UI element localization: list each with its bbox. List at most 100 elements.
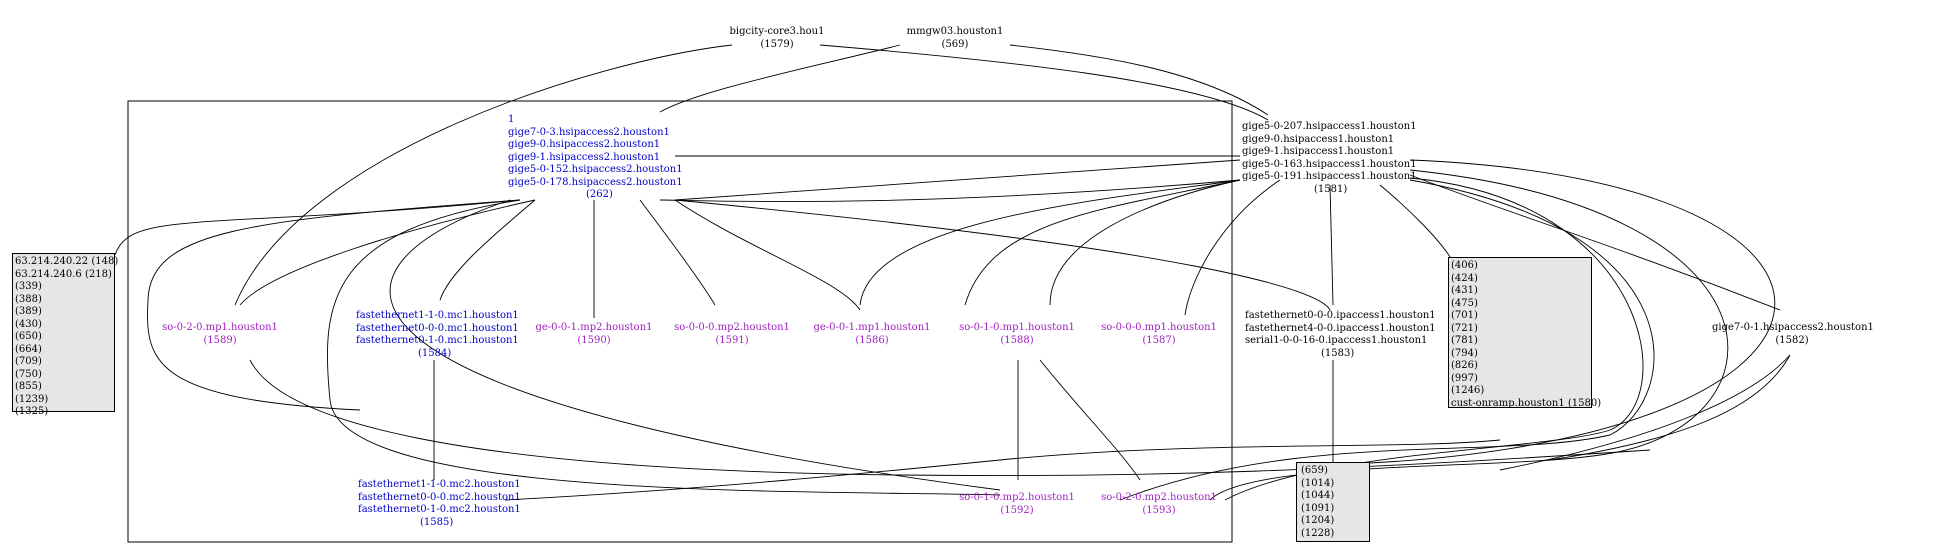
node-name: so-0-1-0.mp1.houston1 xyxy=(959,322,1075,333)
group-item: (1228) xyxy=(1301,527,1335,539)
group-item: (709) xyxy=(15,356,42,367)
group-box-bottom[interactable]: (659) (1014) (1044) (1091) (1204) (1228) xyxy=(1296,462,1370,542)
node-line: gige5-0-191.hsipaccess1.houston1 xyxy=(1242,171,1417,182)
group-item: (388) xyxy=(15,293,42,305)
group-item: (650) xyxy=(15,331,42,342)
edge xyxy=(1329,184,1334,306)
node-262[interactable]: 1 gige7-0-3.hsipaccess2.houston1 gige9-0… xyxy=(508,114,683,202)
node-name: bigcity-core3.hou1 xyxy=(729,26,825,37)
node-line: fastethernet0-0-0.ipaccess1.houston1 xyxy=(1245,310,1436,321)
node-id: (1581) xyxy=(1314,183,1348,195)
cluster-boundary xyxy=(127,100,1233,543)
node-line: fastethernet0-1-0.mc2.houston1 xyxy=(358,504,521,515)
node-1587[interactable]: so-0-0-0.mp1.houston1 (1587) xyxy=(1097,322,1221,347)
group-item: (997) xyxy=(1451,372,1478,384)
group-item: (1091) xyxy=(1301,502,1335,514)
node-name: mmgw03.houston1 xyxy=(906,26,1004,37)
node-1582[interactable]: gige7-0-1.hsipaccess2.houston1 (1582) xyxy=(1712,322,1874,347)
node-name: so-0-0-0.mp1.houston1 xyxy=(1101,322,1217,333)
group-box-left[interactable]: 63.214.240.22 (148) 63.214.240.6 (218) (… xyxy=(12,253,119,417)
edge xyxy=(1049,179,1241,306)
group-item: (826) xyxy=(1451,360,1478,371)
node-1585[interactable]: fastethernet1-1-0.mc2.houston1 fastether… xyxy=(358,479,521,529)
group-item: (1325) xyxy=(15,406,49,417)
group-item: (475) xyxy=(1451,297,1478,309)
node-1590[interactable]: ge-0-0-1.mp2.houston1 (1590) xyxy=(530,322,658,347)
node-line: fastethernet0-0-0.mc2.houston1 xyxy=(358,491,521,503)
group-item: (659) xyxy=(1301,465,1328,476)
group-item: (781) xyxy=(1451,335,1478,346)
node-1593[interactable]: so-0-2-0.mp2.houston1 (1593) xyxy=(1097,492,1221,517)
edge xyxy=(659,179,1241,203)
group-item: (1044) xyxy=(1301,490,1335,501)
node-id: (1589) xyxy=(203,334,237,346)
node-line: fastethernet1-1-0.mc2.houston1 xyxy=(358,479,521,490)
group-item: 63.214.240.22 (148) xyxy=(15,256,119,267)
node-1584[interactable]: fastethernet1-1-0.mc1.houston1 fastether… xyxy=(356,310,519,360)
node-name: gige7-0-1.hsipaccess2.houston1 xyxy=(1712,322,1874,333)
node-bigcity-core3[interactable]: bigcity-core3.hou1 (1579) xyxy=(712,26,842,51)
node-id: (262) xyxy=(586,189,613,200)
node-id: (1579) xyxy=(760,38,794,50)
edge xyxy=(234,44,733,306)
group-item: 63.214.240.6 (218) xyxy=(15,268,112,280)
edge xyxy=(239,199,536,306)
node-line: gige9-0.hsipaccess1.houston1 xyxy=(1242,133,1395,145)
edge xyxy=(147,199,521,411)
node-1591[interactable]: so-0-0-0.mp2.houston1 (1591) xyxy=(670,322,794,347)
group-item: (1246) xyxy=(1451,385,1485,396)
group-item: (424) xyxy=(1451,272,1478,284)
node-id: (1586) xyxy=(855,334,889,346)
edge xyxy=(639,199,716,306)
node-line: gige9-1.hsipaccess1.houston1 xyxy=(1242,146,1395,157)
group-item: (1014) xyxy=(1301,477,1335,489)
edge xyxy=(674,199,861,311)
node-name: so-0-0-0.mp2.houston1 xyxy=(674,322,790,333)
edge xyxy=(1319,159,1776,466)
node-line: gige9-0.hsipaccess2.houston1 xyxy=(508,139,661,150)
node-name: ge-0-0-1.mp2.houston1 xyxy=(535,322,653,333)
node-id: (1590) xyxy=(577,334,611,346)
node-id: (1588) xyxy=(1000,334,1034,346)
node-1592[interactable]: so-0-1-0.mp2.houston1 (1592) xyxy=(955,492,1079,517)
group-item: (389) xyxy=(15,306,42,317)
group-item: (339) xyxy=(15,281,42,292)
node-line: fastethernet0-1-0.mc1.houston1 xyxy=(356,335,519,346)
node-id: (1593) xyxy=(1142,504,1176,516)
group-item: (430) xyxy=(15,318,42,330)
edge xyxy=(1039,359,1141,481)
node-line: gige5-0-207.hsipaccess1.houston1 xyxy=(1242,121,1417,132)
edge xyxy=(674,159,1241,201)
node-line: gige5-0-152.hsipaccess2.houston1 xyxy=(508,164,683,175)
group-box-right[interactable]: (406) (424) (431) (475) (701) (721) (781… xyxy=(1448,257,1602,409)
edge xyxy=(1499,354,1791,471)
node-line: gige9-1.hsipaccess2.houston1 xyxy=(508,151,661,163)
node-id: (1585) xyxy=(420,516,454,528)
edge xyxy=(1549,354,1791,461)
edge xyxy=(114,199,521,256)
edge xyxy=(819,44,1269,121)
node-line: fastethernet4-0-0.ipaccess1.houston1 xyxy=(1245,322,1436,334)
node-1586[interactable]: ge-0-0-1.mp1.houston1 (1586) xyxy=(810,322,934,347)
node-line: fastethernet1-1-0.mc1.houston1 xyxy=(356,310,519,321)
node-1589[interactable]: so-0-2-0.mp1.houston1 (1589) xyxy=(160,322,280,347)
node-id: (1583) xyxy=(1321,347,1355,359)
node-id: (1587) xyxy=(1142,334,1176,346)
node-line: serial1-0-0-16-0.ipaccess1.houston1 xyxy=(1245,335,1428,346)
group-item: cust-onramp.houston1 (1580) xyxy=(1451,397,1602,409)
node-id: (569) xyxy=(941,38,969,50)
node-1588[interactable]: so-0-1-0.mp1.houston1 (1588) xyxy=(955,322,1079,347)
edge xyxy=(1409,174,1781,311)
edge xyxy=(659,44,901,113)
group-item: (701) xyxy=(1451,310,1478,321)
node-mmgw03[interactable]: mmgw03.houston1 (569) xyxy=(895,26,1015,51)
node-line: 1 xyxy=(508,114,515,125)
node-name: ge-0-0-1.mp1.houston1 xyxy=(813,322,931,333)
node-1583[interactable]: fastethernet0-0-0.ipaccess1.houston1 fas… xyxy=(1245,310,1436,360)
node-line: gige5-0-178.hsipaccess2.houston1 xyxy=(508,176,683,188)
node-line: fastethernet0-0-0.mc1.houston1 xyxy=(356,322,519,334)
node-1581[interactable]: gige5-0-207.hsipaccess1.houston1 gige9-0… xyxy=(1242,121,1417,196)
edge xyxy=(439,199,536,301)
edge xyxy=(504,439,1501,501)
